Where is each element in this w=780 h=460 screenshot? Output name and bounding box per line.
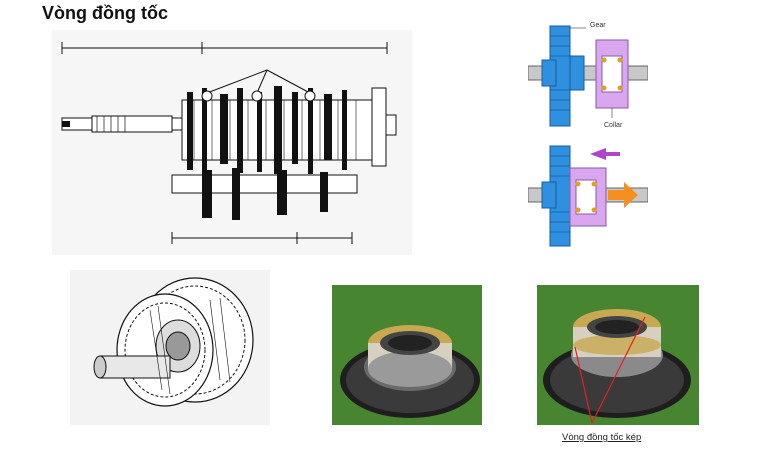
gearbox-cross-section-drawing [52, 30, 412, 255]
page-title: Vòng đồng tốc [42, 3, 168, 23]
synchronizer-diagram-neutral: Gear Collar [528, 18, 648, 138]
synchronizer-cutaway-drawing [70, 270, 270, 425]
collar-label: Collar [604, 122, 623, 129]
double-synchronizer-photo [537, 285, 699, 425]
gear-label: Gear [590, 22, 606, 29]
double-synchronizer-caption: Vòng đồng tốc kép [562, 432, 642, 443]
synchronizer-photo [332, 285, 482, 425]
synchronizer-diagram-engaged [528, 142, 648, 254]
